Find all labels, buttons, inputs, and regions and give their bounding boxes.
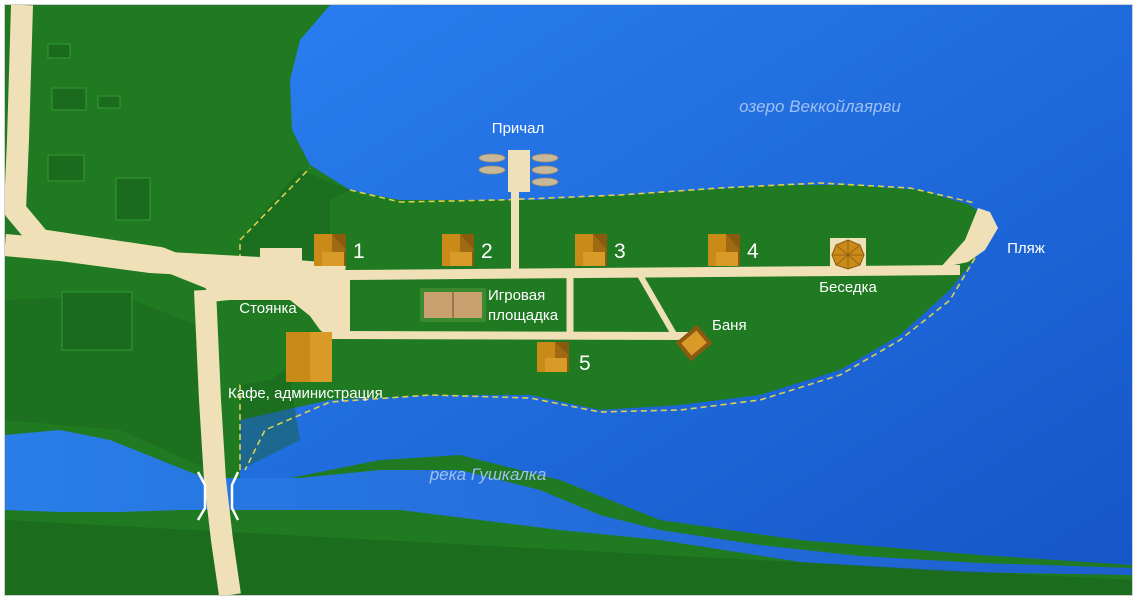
roads — [4, 4, 961, 597]
lake-label: озеро Веккойлаярви — [739, 97, 901, 116]
cottage-2 — [442, 234, 474, 266]
cafe-label: Кафе, администрация — [228, 385, 383, 402]
playground-label-line1: Игровая — [488, 287, 545, 304]
bridge — [196, 471, 240, 521]
pier-label: Причал — [492, 120, 544, 137]
gazebo — [831, 239, 865, 270]
river-label: река Гушкалка — [429, 465, 547, 484]
beach — [940, 208, 998, 268]
fields — [47, 43, 151, 351]
cafe-building — [286, 332, 332, 382]
forest-patches — [5, 170, 1132, 595]
cottage-5 — [537, 342, 569, 372]
cottage-3 — [575, 234, 607, 266]
pier-dock — [508, 150, 530, 192]
cottage-1 — [314, 234, 346, 266]
lake — [240, 5, 1132, 565]
parking-label: Стоянка — [239, 300, 297, 317]
boats — [478, 153, 559, 187]
river — [5, 430, 1132, 575]
cottage-3-number: 3 — [614, 240, 626, 263]
cottage-4-number: 4 — [747, 240, 759, 263]
cottage-4 — [708, 234, 740, 266]
map-frame — [4, 4, 1133, 596]
gazebo-label: Беседка — [819, 279, 877, 296]
sauna-building — [675, 324, 713, 362]
parking-area — [200, 268, 350, 338]
beach-label: Пляж — [1007, 240, 1045, 257]
cottage-5-number: 5 — [579, 352, 591, 375]
playground-label-line2: площадка — [488, 307, 559, 324]
resort-boundary — [239, 167, 976, 471]
cottage-1-number: 1 — [353, 240, 365, 263]
cottage-2-number: 2 — [481, 240, 493, 263]
sauna-label: Баня — [712, 317, 747, 334]
parking-entry — [260, 248, 302, 270]
